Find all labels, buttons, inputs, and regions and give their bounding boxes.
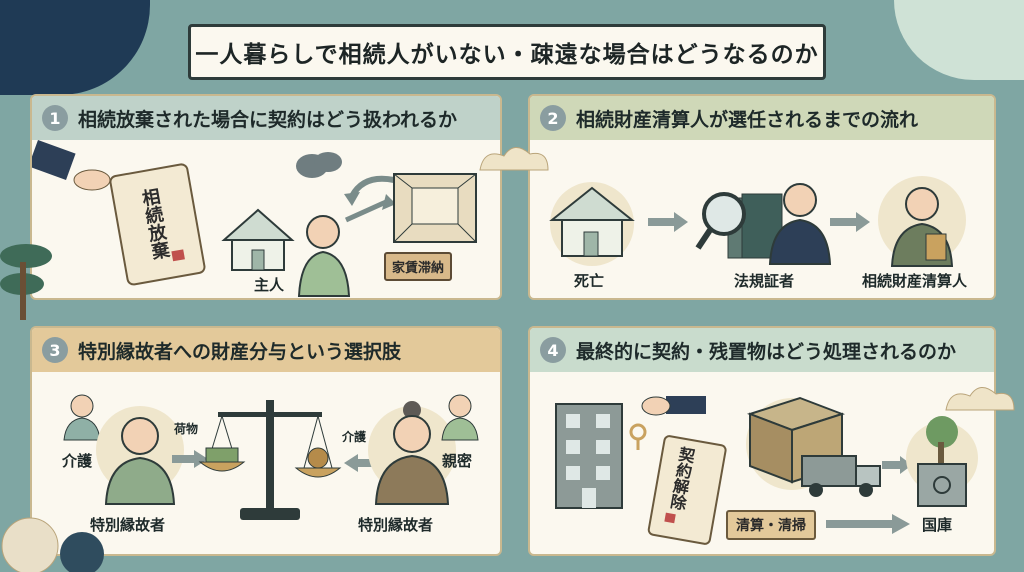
panel-1: 1 相続放棄された場合に契約はどう扱われるか 相続放棄 主人 家: [30, 94, 502, 300]
scroll-icon: [109, 163, 206, 286]
panel-4-header: 4 最終的に契約・残置物はどう処理されるのか: [530, 328, 994, 372]
apartment-building-icon: [555, 403, 623, 509]
panel-4-heading: 最終的に契約・残置物はどう処理されるのか: [576, 340, 957, 363]
panel-1-header: 1 相続放棄された場合に契約はどう扱われるか: [32, 96, 500, 140]
step-label-legal: 法規証者: [734, 272, 795, 290]
worried-person-icon: [297, 215, 351, 297]
arrow-right-icon: [830, 212, 870, 232]
hand-icon: [32, 140, 111, 191]
owner-label: 主人: [254, 276, 285, 294]
magnifier-books-icon: [695, 192, 783, 259]
panel-4: 4 最終的に契約・残置物はどう処理されるのか 契約解除 清算・清掃: [528, 326, 996, 556]
empty-room-icon: [393, 173, 477, 243]
arrow-left-icon: [344, 454, 380, 472]
panel-2: 2 相続財産清算人が選任されるまでの流れ 死亡 法規証者 相続財産清算人: [528, 94, 996, 300]
flower-ornament-icon: [1, 517, 104, 572]
caregiver-avatar-icon: [63, 394, 101, 441]
panel-1-number: 1: [42, 105, 68, 131]
rent-arrears-sign: 家賃滞納: [384, 252, 453, 281]
garbage-truck-icon: [801, 455, 881, 497]
clean-settle-tag: 清算・清掃: [726, 510, 816, 540]
elder-official-icon: [768, 183, 832, 265]
panel-1-heading: 相続放棄された場合に契約はどう扱われるか: [78, 108, 458, 131]
step-label-administrator: 相続財産清算人: [862, 272, 968, 290]
right-care-tag: 介護: [342, 430, 367, 444]
panel-3-number: 3: [42, 337, 68, 363]
panel-3: 3 特別縁故者への財産分与という選択肢 介護 荷物 介護 親密: [30, 326, 502, 556]
panel-3-header: 3 特別縁故者への財産分与という選択肢: [32, 328, 500, 372]
panel-4-number: 4: [540, 337, 566, 363]
arrow-right-icon: [882, 456, 912, 474]
house-icon: [221, 208, 295, 271]
page-title: 一人暮らしで相続人がいない・疎遠な場合はどうなるのか: [188, 24, 826, 80]
pine-tree-icon: [0, 244, 52, 320]
arrow-right-icon: [172, 450, 208, 468]
treasury-label: 国庫: [922, 516, 953, 534]
panel-2-header: 2 相続財産清算人が選任されるまでの流れ: [530, 96, 994, 140]
elder-man-icon: [96, 406, 184, 505]
panel-3-heading: 特別縁故者への財産分与という選択肢: [78, 340, 402, 363]
balance-scale-icon: [198, 400, 342, 520]
corner-decoration-topright: [894, 0, 1024, 80]
goods-label: 荷物: [174, 422, 199, 436]
left-care-tag: 介護: [62, 452, 93, 470]
tree-safe-icon: [906, 416, 978, 507]
left-special-person-label: 特別縁故者: [90, 516, 166, 534]
arrow-right-icon: [648, 212, 688, 232]
arrow-right-long-icon: [826, 514, 910, 534]
panel-2-number: 2: [540, 105, 566, 131]
administrator-person-icon: [878, 176, 966, 267]
dark-cloud-icon: [296, 152, 342, 178]
corner-decoration-topleft: [0, 0, 150, 95]
cloud-ornament-icon: [479, 147, 549, 171]
panel-2-heading: 相続財産清算人が選任されるまでの流れ: [576, 108, 919, 131]
step-label-death: 死亡: [574, 272, 605, 290]
house-icon: [549, 182, 635, 266]
contract-scroll-icon: [647, 435, 727, 545]
key-hand-icon: [629, 396, 706, 450]
cycle-arrows-icon: [344, 175, 396, 223]
cloud-ornament-icon: [945, 387, 1015, 411]
close-relation-label: 親密: [442, 452, 473, 470]
right-special-person-label: 特別縁故者: [358, 516, 434, 534]
relative-avatar-icon: [441, 394, 479, 441]
elder-woman-icon: [368, 401, 456, 505]
